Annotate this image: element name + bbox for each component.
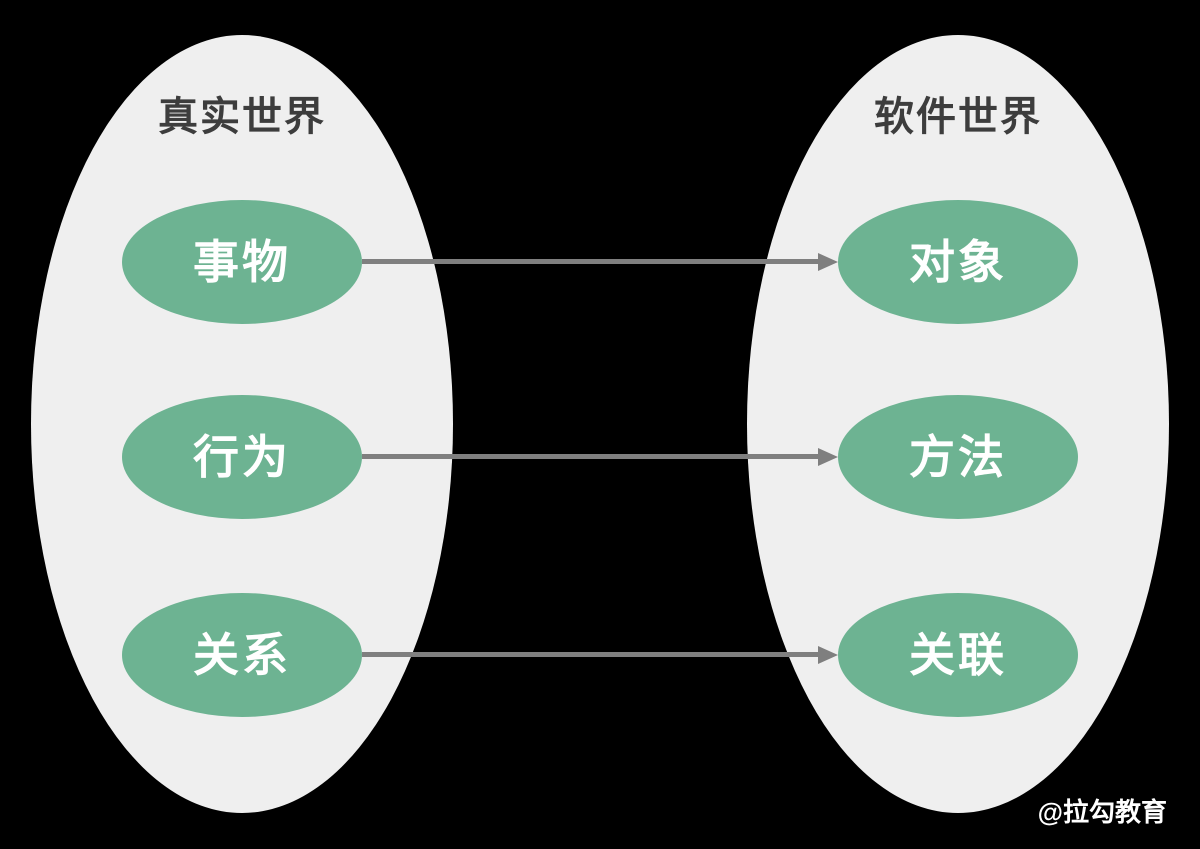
arrow-line [362,652,820,657]
node-real-behavior-label: 行为 [193,431,291,483]
arrow-line [362,259,820,264]
arrow-head-icon [818,253,838,271]
arrow-relation-to-association [362,646,838,664]
node-soft-object: 对象 [838,200,1078,324]
node-real-behavior: 行为 [122,395,362,519]
node-soft-method-label: 方法 [909,431,1007,483]
arrow-line [362,454,820,459]
node-real-things: 事物 [122,200,362,324]
node-real-relation: 关系 [122,593,362,717]
real-world-title: 真实世界 [158,95,326,139]
software-world-title: 软件世界 [874,95,1042,139]
node-soft-object-label: 对象 [909,236,1007,288]
arrow-head-icon [818,448,838,466]
node-soft-association-label: 关联 [909,629,1007,681]
node-soft-association: 关联 [838,593,1078,717]
node-soft-method: 方法 [838,395,1078,519]
arrow-behavior-to-method [362,448,838,466]
watermark: @拉勾教育 [1037,797,1167,827]
arrow-head-icon [818,646,838,664]
node-real-things-label: 事物 [193,236,291,288]
arrow-things-to-object [362,253,838,271]
node-real-relation-label: 关系 [193,629,291,681]
